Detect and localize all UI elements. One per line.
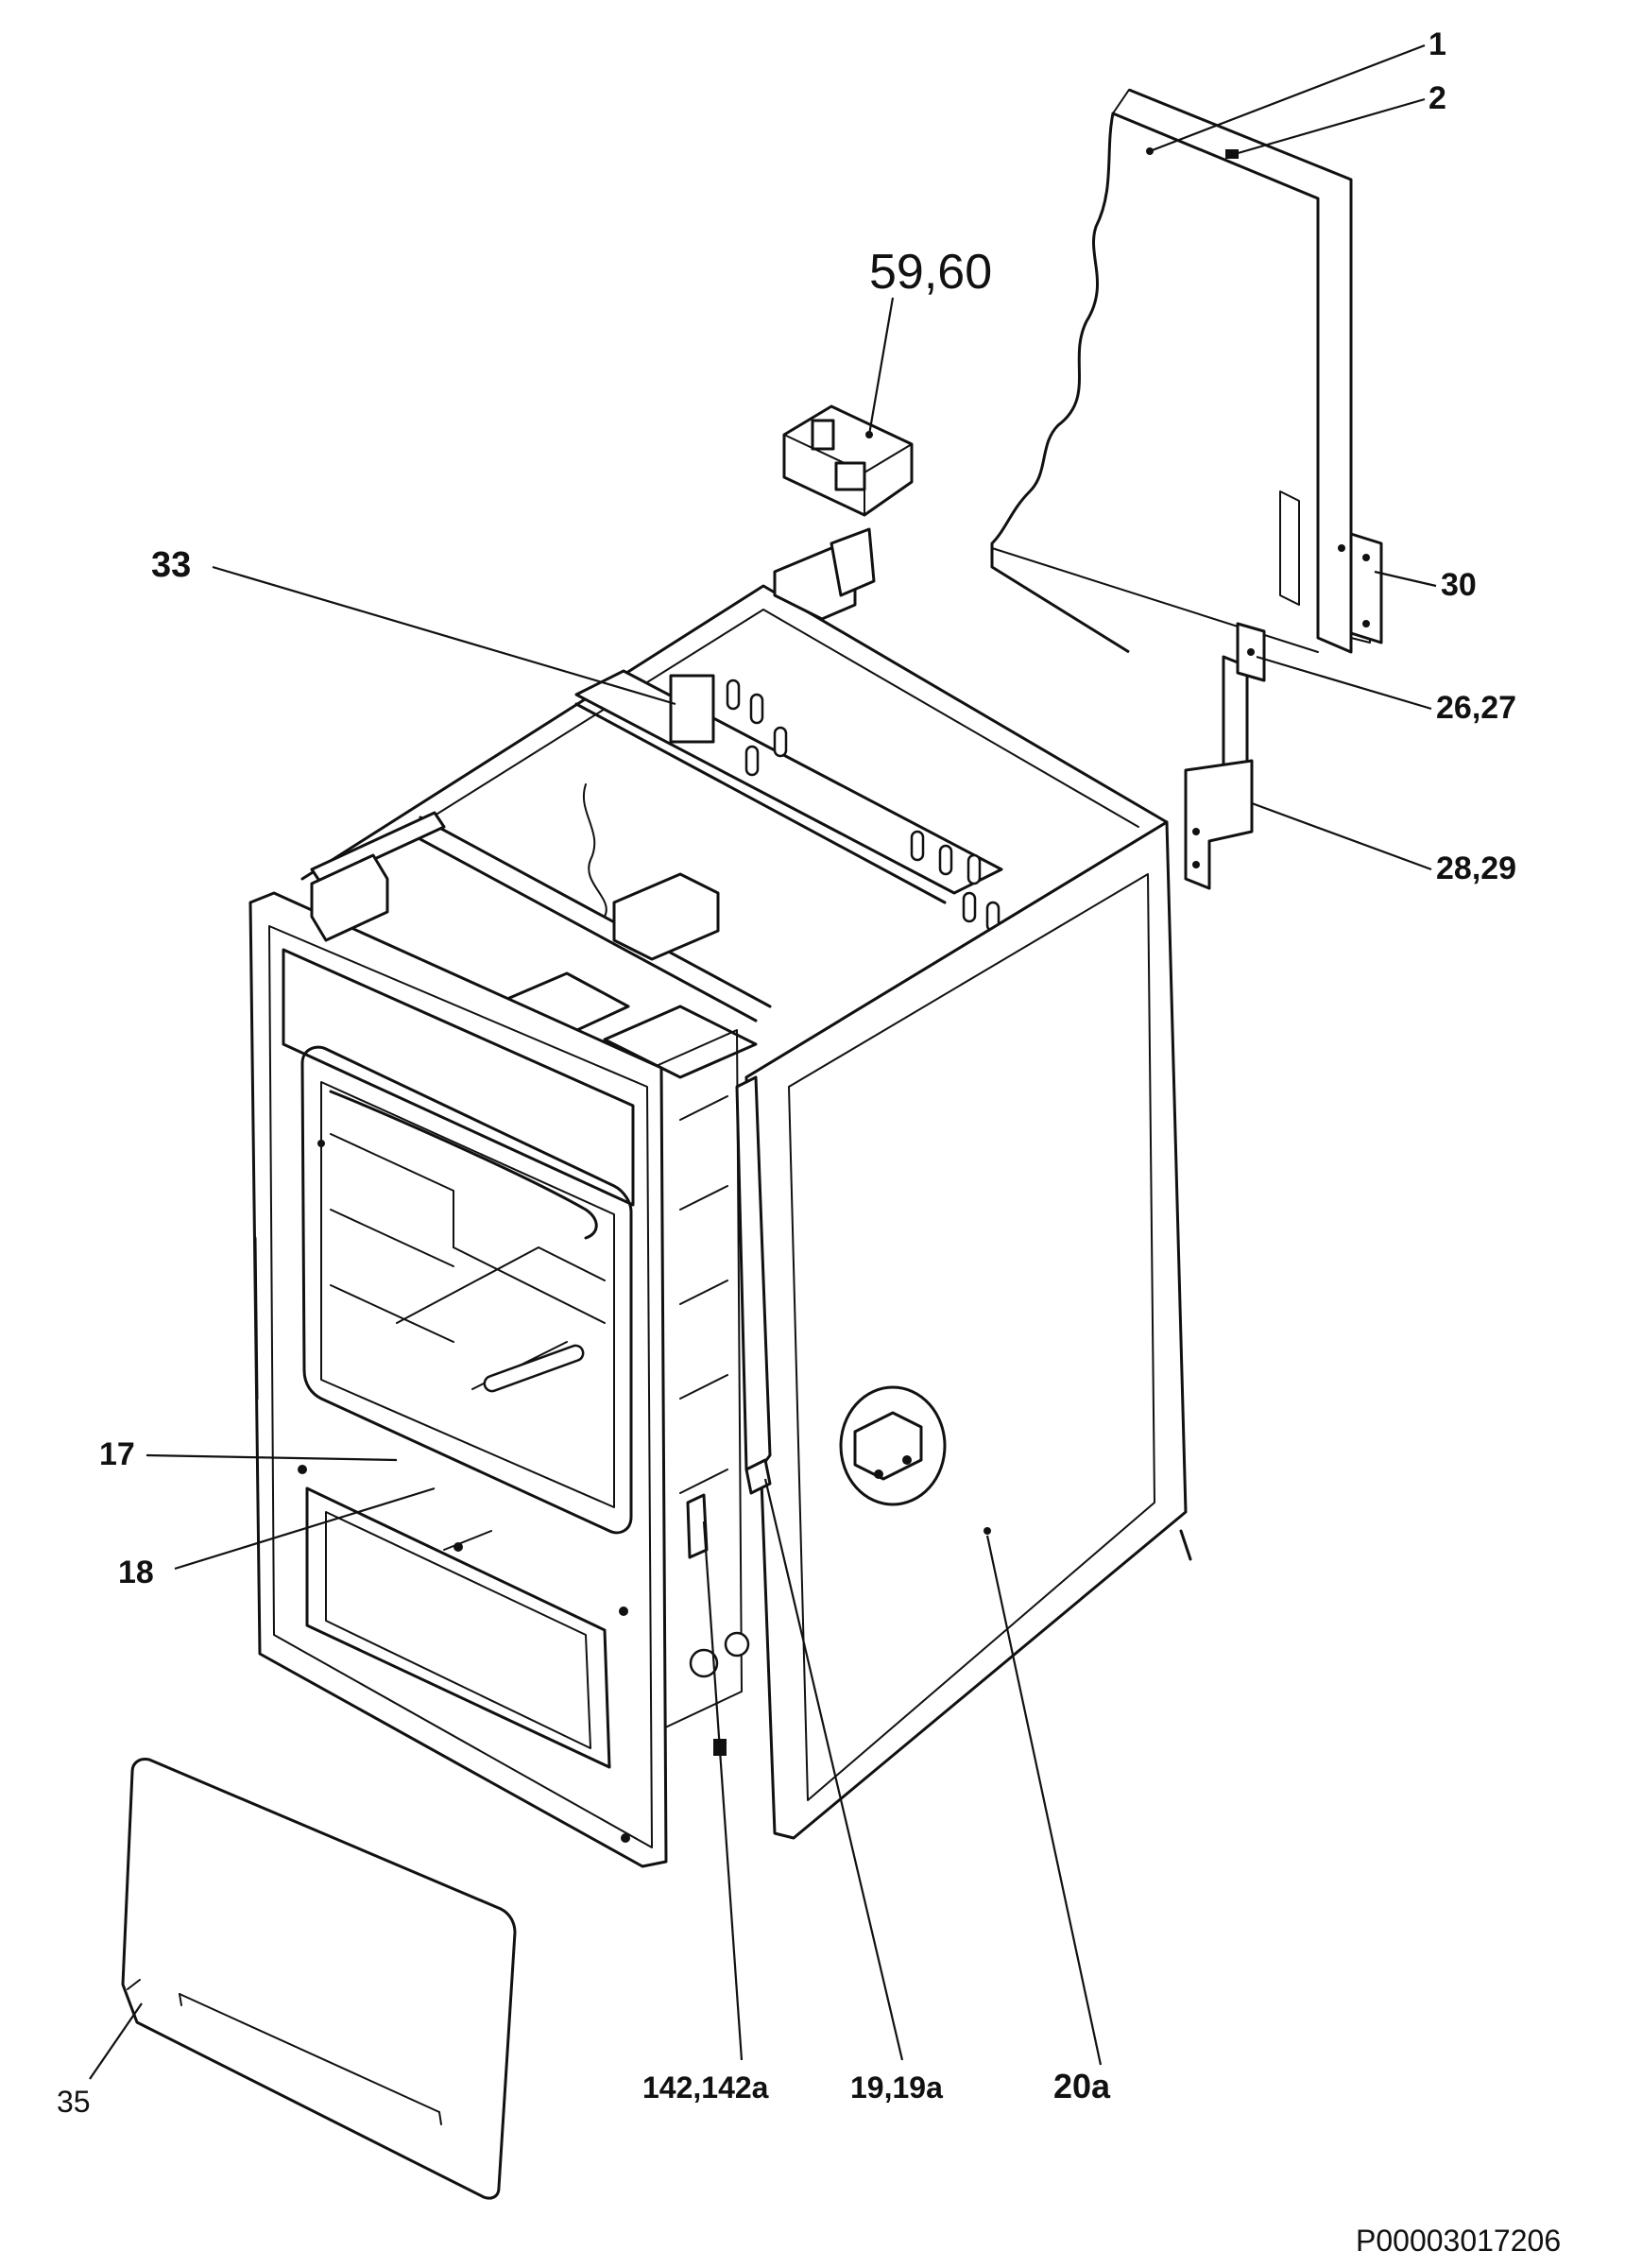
rear-panel — [990, 88, 1371, 654]
label-part-28-29: 28,29 — [1436, 850, 1516, 886]
label-part-59-60: 59,60 — [869, 245, 992, 300]
label-part-1: 1 — [1428, 26, 1446, 62]
label-part-26-27: 26,27 — [1436, 690, 1516, 726]
label-part-30: 30 — [1441, 567, 1477, 603]
label-part-33: 33 — [151, 545, 191, 585]
label-part-19-19a: 19,19a — [850, 2070, 943, 2105]
document-code: P00003017206 — [1356, 2224, 1561, 2258]
drawer-front-panel — [121, 1758, 517, 2200]
label-part-20a: 20a — [1053, 2067, 1111, 2105]
label-part-142-142a: 142,142a — [642, 2070, 769, 2105]
leader-lines — [89, 43, 1437, 2080]
label-part-35: 35 — [57, 2085, 91, 2119]
hinge-26-27 — [1222, 622, 1266, 777]
part-labels: 1 2 59,60 33 30 26,27 28,29 17 18 35 142… — [57, 26, 1561, 2258]
hinge-bracket-30 — [1349, 532, 1383, 644]
label-part-18: 18 — [118, 1555, 154, 1590]
label-part-2: 2 — [1428, 80, 1446, 116]
oven-cabinet — [248, 527, 1192, 1868]
component-59-60 — [782, 404, 914, 517]
label-part-17: 17 — [99, 1436, 135, 1472]
bracket-28-29 — [1184, 759, 1254, 890]
